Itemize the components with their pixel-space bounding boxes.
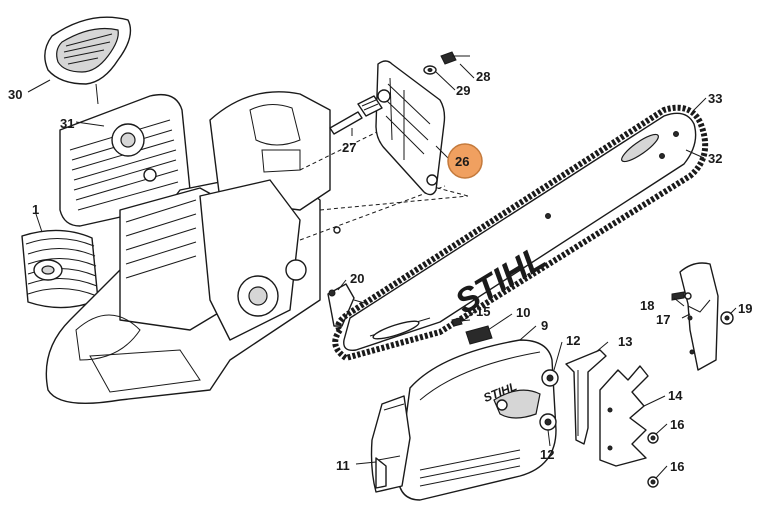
callout-11: 11 — [336, 458, 350, 473]
sprocket-cover: STIHL — [397, 339, 557, 501]
screw-18 — [671, 291, 692, 301]
bumper-spike-right — [679, 262, 719, 371]
callout-28: 28 — [476, 69, 490, 84]
nut-16-top — [647, 432, 659, 444]
nut-19 — [720, 311, 734, 325]
leader-lines — [27, 63, 737, 479]
callout-10: 10 — [516, 305, 530, 320]
callout-19: 19 — [738, 301, 752, 316]
slider-10 — [465, 325, 493, 345]
plate-13 — [565, 349, 607, 445]
bumper-spike-14 — [599, 365, 649, 467]
callout-1: 1 — [32, 202, 39, 217]
nut-12-bottom — [539, 413, 557, 431]
screw-15 — [451, 317, 471, 327]
nut-12-top — [541, 369, 559, 387]
callout-12-bottom: 12 — [540, 447, 554, 462]
callout-15: 15 — [476, 304, 490, 319]
stud — [329, 95, 383, 135]
callout-labels: 30 31 1 28 29 27 26 33 32 20 15 10 9 12 … — [8, 69, 752, 474]
callout-16-top: 16 — [670, 417, 684, 432]
callout-17: 17 — [656, 312, 670, 327]
washer-29 — [423, 65, 437, 75]
callout-14: 14 — [668, 388, 683, 403]
nut-16-bottom — [647, 476, 659, 488]
callout-9: 9 — [541, 318, 548, 333]
screw-28 — [440, 51, 470, 65]
callout-16-bottom: 16 — [670, 459, 684, 474]
callout-20: 20 — [350, 271, 364, 286]
callout-18: 18 — [640, 298, 654, 313]
alignment-guides — [299, 127, 469, 241]
callout-30: 30 — [8, 87, 22, 102]
callout-13: 13 — [618, 334, 632, 349]
callout-31: 31 — [60, 116, 74, 131]
callout-29: 29 — [456, 83, 470, 98]
screw-20-area — [327, 226, 355, 327]
engine-body — [45, 91, 331, 405]
chain-guard — [370, 395, 411, 493]
callout-33: 33 — [708, 91, 722, 106]
callout-32: 32 — [708, 151, 722, 166]
callout-27: 27 — [342, 140, 356, 155]
air-filter — [21, 229, 99, 309]
starter-grip — [44, 16, 132, 105]
callout-12-top: 12 — [566, 333, 580, 348]
highlight-26 — [447, 143, 483, 179]
chain-catcher-plate — [375, 60, 446, 196]
callout-26: 26 — [455, 154, 469, 169]
